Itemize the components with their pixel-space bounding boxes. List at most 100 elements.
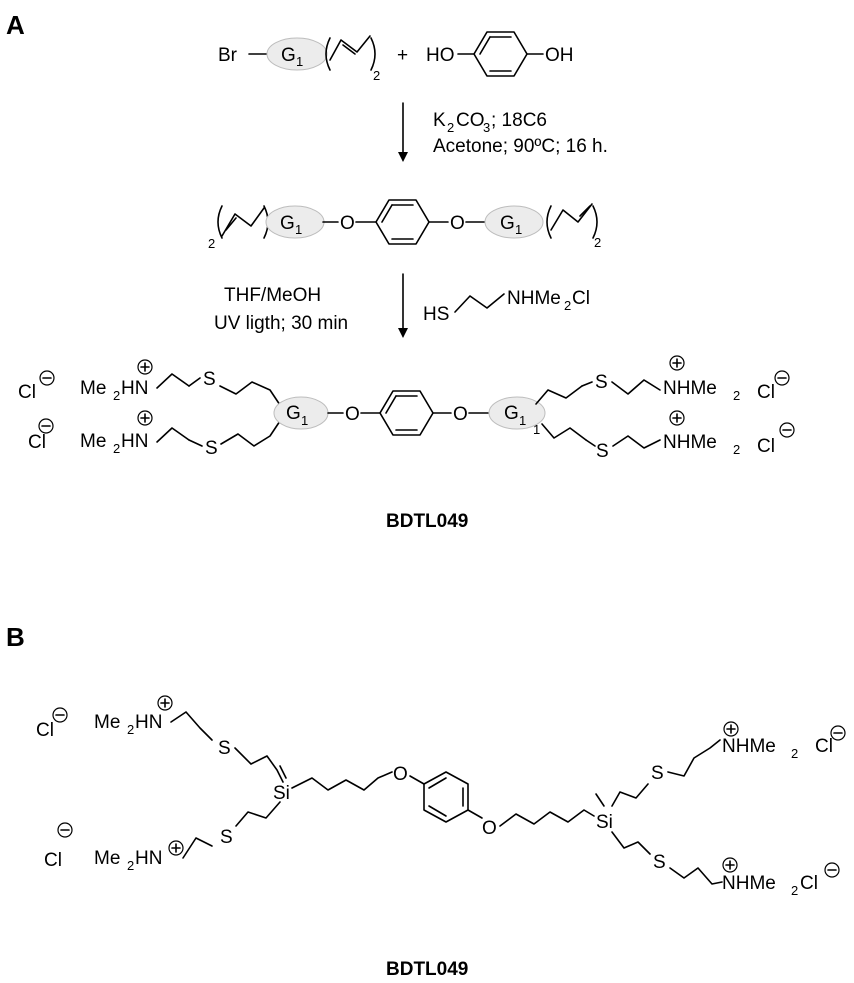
central-double-left [385, 395, 397, 414]
chloride-counterion: Cl [757, 382, 775, 403]
allyl-double-bond [342, 44, 356, 55]
o-ring-bond-right [467, 809, 483, 819]
methyl-subscript: 2 [791, 883, 798, 898]
ammonium-label: NHMe [722, 873, 776, 894]
propyl-chain [541, 423, 587, 441]
panel-a-letter: A [6, 10, 25, 40]
chloride-counterion: Cl [44, 850, 62, 871]
ammonium-label: HN [121, 378, 148, 399]
right-g1-label: G [500, 213, 515, 234]
methyl-subscript: 2 [127, 858, 134, 873]
thiol-ethyl-chain [454, 293, 505, 313]
chloride-counterion: Cl [36, 720, 54, 741]
chloride-counterion: Cl [800, 873, 818, 894]
right-allyl-double [579, 205, 591, 217]
left-ether-oxygen: O [340, 213, 355, 234]
left-allyl-chain [221, 207, 265, 237]
chloride-counterion: Cl [28, 432, 46, 453]
right-paren-close [592, 205, 598, 239]
left-paren-open [217, 205, 223, 239]
hydroxyl-right: OH [545, 45, 574, 66]
methyl-subscript: 2 [733, 442, 740, 457]
ammonium-label: NHMe [663, 378, 717, 399]
right-ether-oxygen: O [453, 404, 468, 425]
ethyl-chain [611, 379, 661, 395]
benzene-double-1 [428, 777, 447, 789]
right-g1-subscript: 1 [519, 413, 526, 428]
methyl-subscript: 2 [113, 441, 120, 456]
product-bdtl049-b: Cl Me 2 HN S Si Cl Me 2 HN S O O [36, 695, 846, 898]
ammonium-label: NHMe [722, 736, 776, 757]
left-g1-subscript: 1 [301, 413, 308, 428]
g1-branch-subscript: 1 [533, 422, 540, 437]
methyl-label: Me [94, 848, 120, 869]
allyl-chain [329, 35, 371, 61]
central-benzene [423, 771, 469, 823]
left-repeat-subscript: 2 [208, 236, 215, 251]
methyl-label: Me [94, 712, 120, 733]
chloride-counterion: Cl [757, 436, 775, 457]
propyl-chain [535, 385, 583, 405]
silicon-atom-left: Si [273, 783, 290, 804]
right-parenthesis [370, 37, 376, 71]
thiol-group: HS [423, 304, 449, 325]
chloride-label: Cl [572, 288, 590, 309]
ethyl-si-chain [611, 831, 651, 855]
left-parenthesis [325, 37, 331, 71]
thioether-sulfur: S [596, 441, 609, 462]
ethyl-si-chain [611, 783, 649, 807]
thioether-sulfur: S [651, 763, 664, 784]
bromine-atom: Br [218, 45, 238, 66]
arrowhead-1 [398, 152, 408, 162]
right-g1-subscript: 1 [515, 222, 522, 237]
ethyl-chain [667, 739, 721, 777]
ammonium-label: HN [135, 848, 162, 869]
methyl-label: Me [80, 378, 106, 399]
thioether-sulfur: S [203, 369, 216, 390]
ethyl-s-bond [188, 439, 203, 447]
chloride-counterion: Cl [18, 382, 36, 403]
central-benzene [379, 390, 434, 436]
amine-subscript: 2 [564, 298, 571, 313]
ether-oxygen-left: O [393, 764, 408, 785]
g1-label: G [281, 45, 296, 66]
step2-conditions: UV ligth; 30 min [214, 313, 348, 334]
panel-b-letter: B [6, 622, 25, 652]
benzene-ring [473, 31, 528, 77]
ethyl-chain [156, 373, 190, 389]
ammonium-label: NHMe [663, 432, 717, 453]
o-ring-bond-left [409, 775, 425, 785]
si-methyl-right [595, 793, 605, 807]
step2-solvent: THF/MeOH [224, 285, 321, 306]
ether-oxygen-right: O [482, 818, 497, 839]
thioether-sulfur: S [220, 827, 233, 848]
thioether-sulfur: S [218, 738, 231, 759]
chloride-counterion: Cl [815, 736, 833, 757]
left-g1-subscript: 1 [295, 222, 302, 237]
left-g1-label: G [286, 403, 301, 424]
butyl-linker-right [499, 809, 595, 827]
step1-reagents: K 2 CO 3 ; 18C6 Acetone; 90ºC; 16 h. [433, 110, 608, 157]
right-g1-blob [484, 205, 544, 239]
reactant-hydroquinone: HO OH [426, 31, 574, 77]
ethyl-chain [669, 867, 723, 885]
ethyl-chain [156, 427, 190, 443]
thioether-sulfur: S [653, 852, 666, 873]
ethyl-si-chain [235, 801, 281, 827]
thioether-sulfur: S [595, 372, 608, 393]
thioether-sulfur: S [205, 438, 218, 459]
right-ether-oxygen: O [450, 213, 465, 234]
potassium-symbol: K [433, 110, 446, 131]
carbonate-symbol: CO [456, 110, 485, 131]
hydroxyl-left: HO [426, 45, 455, 66]
right-g1-blob [488, 396, 546, 430]
amine-group: NHMe [507, 288, 561, 309]
right-allyl-chain [550, 203, 593, 231]
methyl-subscript: 2 [127, 722, 134, 737]
right-repeat-subscript: 2 [594, 235, 601, 250]
ammonium-label: HN [121, 431, 148, 452]
right-g1-label: G [504, 403, 519, 424]
silicon-atom-right: Si [596, 812, 613, 833]
product-bdtl049-a: Cl Me 2 HN S Cl Me 2 HN S G 1 O O [18, 355, 795, 462]
